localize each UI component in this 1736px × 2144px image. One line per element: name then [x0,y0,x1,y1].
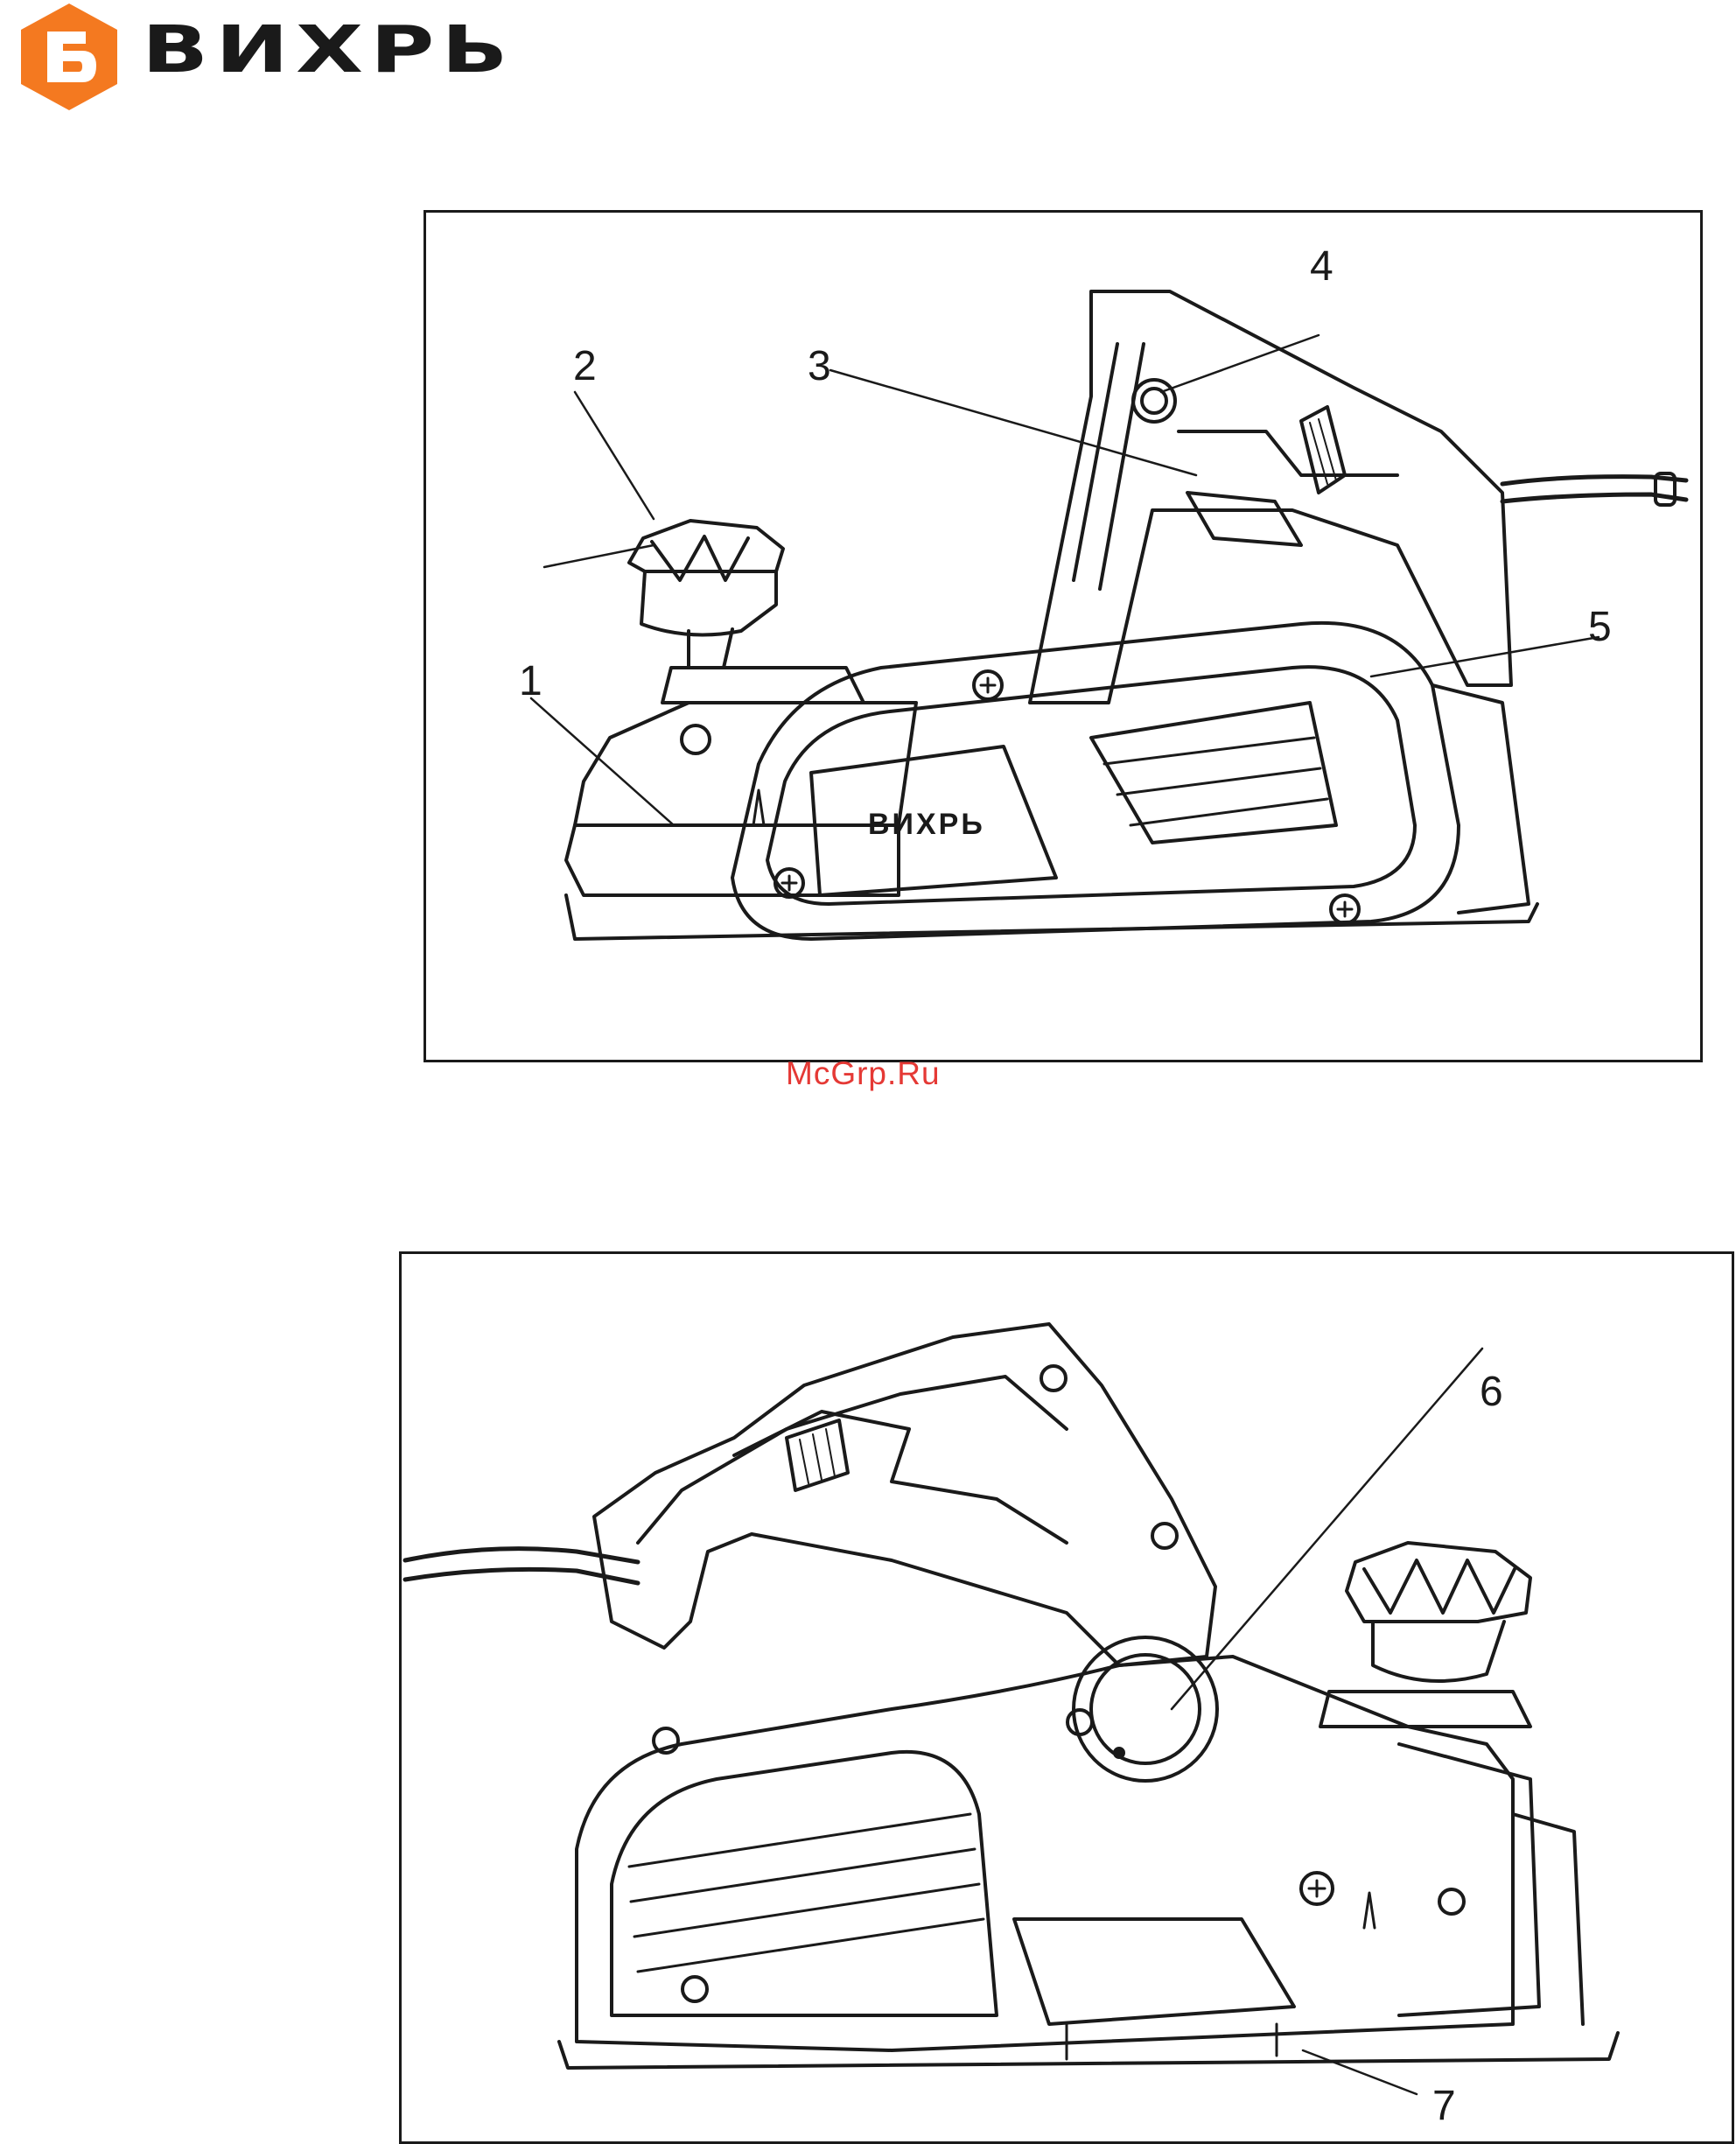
cover-brand-logo: ВИХРЬ [868,809,985,839]
callout-2: 2 [573,346,597,388]
figure-planer-side-view: ВИХРЬ 1 2 3 4 5 [424,210,1703,1062]
brand-name: ВИХРЬ [142,12,515,88]
watermark-text: McGrp.Ru [786,1055,941,1092]
planer-illustration-2 [402,1254,1732,2141]
callout-1: 1 [519,661,542,703]
figure-planer-other-side-view: 6 7 [399,1251,1734,2144]
callout-6: 6 [1480,1371,1503,1413]
planer-illustration [426,213,1700,1060]
brand-logo: ВИХРЬ [12,0,476,114]
callout-3: 3 [808,346,831,388]
callout-5: 5 [1588,606,1612,648]
callout-7: 7 [1432,2085,1456,2127]
shield-hexagon-b-icon [12,0,126,114]
callout-4: 4 [1310,246,1334,288]
